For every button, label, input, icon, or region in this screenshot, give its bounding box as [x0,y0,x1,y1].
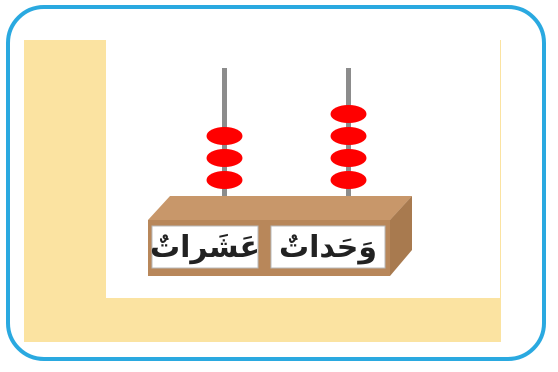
abacus-base-side [390,196,412,276]
units-bead [330,105,367,123]
tens-bead [206,171,243,189]
tens-label-box [151,225,259,269]
units-bead [330,149,367,167]
units-label-box [270,225,386,269]
units-bead [330,127,367,145]
units-bead [330,171,367,189]
tens-bead [206,127,243,145]
tens-label: عَشَراتٌ [149,229,261,265]
abacus-base-top [148,196,412,220]
tens-bead [206,149,243,167]
units-label: وَحَداتٌ [278,229,378,265]
